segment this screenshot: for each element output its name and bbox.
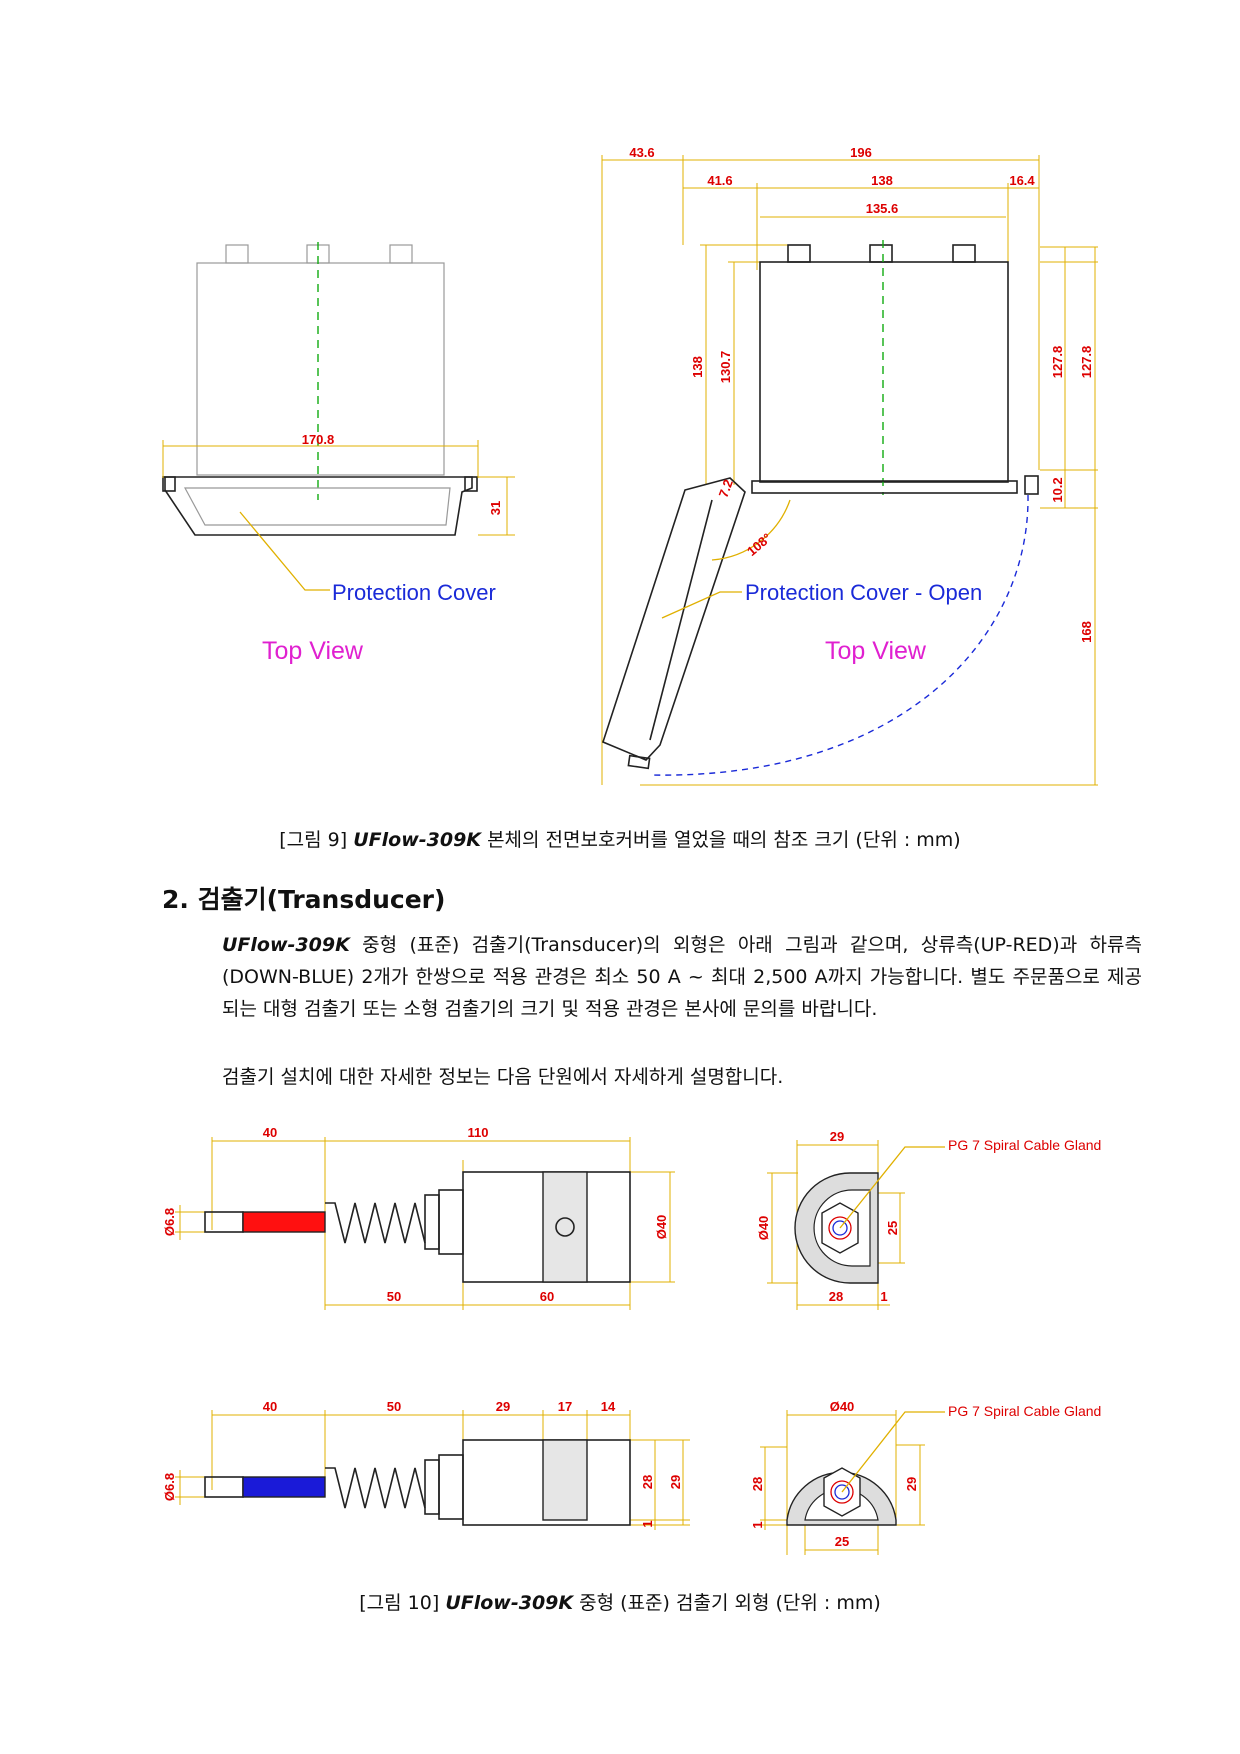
- figure9-caption-model: UFlow-309K: [353, 829, 482, 851]
- dim-10-2: 10.2: [1050, 477, 1065, 502]
- dim-upper-29: 29: [830, 1129, 844, 1144]
- dim-upper-1: 1: [880, 1289, 887, 1304]
- dim-lower-end-29: 29: [904, 1477, 919, 1491]
- dim-upper-40: 40: [263, 1125, 277, 1140]
- dim-138-side: 138: [690, 356, 705, 378]
- dim-upper-28: 28: [829, 1289, 843, 1304]
- dim-lower-29: 29: [496, 1399, 510, 1414]
- label-top-view-left: Top View: [262, 637, 364, 665]
- label-upper-cable-gland: PG 7 Spiral Cable Gland: [948, 1137, 1101, 1153]
- dim-170-8: 170.8: [302, 432, 335, 447]
- figure9-caption-text: 본체의 전면보호커버를 열었을 때의 참조 크기 (단위 : mm): [487, 829, 961, 851]
- figure9-caption: [그림 9] UFlow-309K 본체의 전면보호커버를 열었을 때의 참조 …: [0, 825, 1240, 852]
- dim-127-8-b: 127.8: [1079, 346, 1094, 379]
- dim-lower-40: 40: [263, 1399, 277, 1414]
- label-lower-cable-gland: PG 7 Spiral Cable Gland: [948, 1403, 1101, 1419]
- figure10-upper-side-drawing: [175, 1137, 675, 1310]
- paragraph-1-text: 중형 (표준) 검출기(Transducer)의 외형은 아래 그림과 같으며,…: [222, 934, 1142, 1020]
- label-protection-cover-open: Protection Cover - Open: [745, 580, 982, 605]
- dim-upper-25: 25: [885, 1221, 900, 1235]
- dim-upper-60: 60: [540, 1289, 554, 1304]
- section-paragraph-1: UFlow-309K 중형 (표준) 검출기(Transducer)의 외형은 …: [222, 929, 1142, 1025]
- label-top-view-right: Top View: [825, 637, 927, 665]
- dim-lower-end-1: 1: [750, 1521, 765, 1528]
- dim-31: 31: [488, 501, 503, 515]
- section-title: 2. 검출기(Transducer): [162, 885, 446, 914]
- dim-lower-end-phi40: Ø40: [830, 1399, 855, 1414]
- figure9-right-drawing: [601, 155, 1098, 786]
- figure10-caption: [그림 10] UFlow-309K 중형 (표준) 검출기 외형 (단위 : …: [0, 1588, 1240, 1615]
- figure10-lower-side-drawing: [175, 1410, 690, 1530]
- figure10-lower-end-drawing: [760, 1410, 945, 1555]
- figure10-upper-end-drawing: [767, 1140, 945, 1310]
- dim-lower-25: 25: [835, 1534, 849, 1549]
- dim-127-8-a: 127.8: [1050, 346, 1065, 379]
- dim-16-4: 16.4: [1009, 173, 1035, 188]
- dim-upper-50: 50: [387, 1289, 401, 1304]
- dim-43-6: 43.6: [629, 145, 654, 160]
- dim-lower-phi6-8: Ø6.8: [162, 1473, 177, 1501]
- dim-upper-phi6-8: Ø6.8: [162, 1208, 177, 1236]
- dim-lower-end-28: 28: [750, 1477, 765, 1491]
- section-paragraph-2: 검출기 설치에 대한 자세한 정보는 다음 단원에서 자세하게 설명합니다.: [222, 1066, 784, 1088]
- dim-lower-29-b: 29: [668, 1475, 683, 1489]
- dim-lower-50: 50: [387, 1399, 401, 1414]
- dim-lower-28: 28: [640, 1475, 655, 1489]
- dim-lower-1: 1: [640, 1520, 655, 1527]
- dim-upper-end-phi40: Ø40: [756, 1216, 771, 1241]
- figure10-caption-model: UFlow-309K: [445, 1592, 574, 1614]
- dim-130-7: 130.7: [718, 351, 733, 384]
- dim-108-degree: 108°: [744, 530, 774, 559]
- dim-41-6: 41.6: [707, 173, 732, 188]
- dim-upper-phi40: Ø40: [654, 1215, 669, 1240]
- dim-135-6: 135.6: [866, 201, 899, 216]
- figure10-caption-prefix: [그림 10]: [359, 1592, 440, 1614]
- dim-upper-110: 110: [468, 1125, 489, 1140]
- label-protection-cover: Protection Cover: [332, 580, 496, 605]
- figure9-left-drawing: [162, 242, 515, 591]
- dim-196: 196: [850, 145, 872, 160]
- dim-lower-14: 14: [601, 1399, 616, 1414]
- dim-7-2: 7.2: [716, 477, 736, 499]
- figure10-caption-text: 중형 (표준) 검출기 외형 (단위 : mm): [579, 1592, 881, 1614]
- paragraph-model-name: UFlow-309K: [222, 934, 350, 956]
- dim-138-top: 138: [871, 173, 893, 188]
- dim-168: 168: [1079, 621, 1094, 643]
- figure9-caption-prefix: [그림 9]: [279, 829, 348, 851]
- dim-lower-17: 17: [558, 1399, 572, 1414]
